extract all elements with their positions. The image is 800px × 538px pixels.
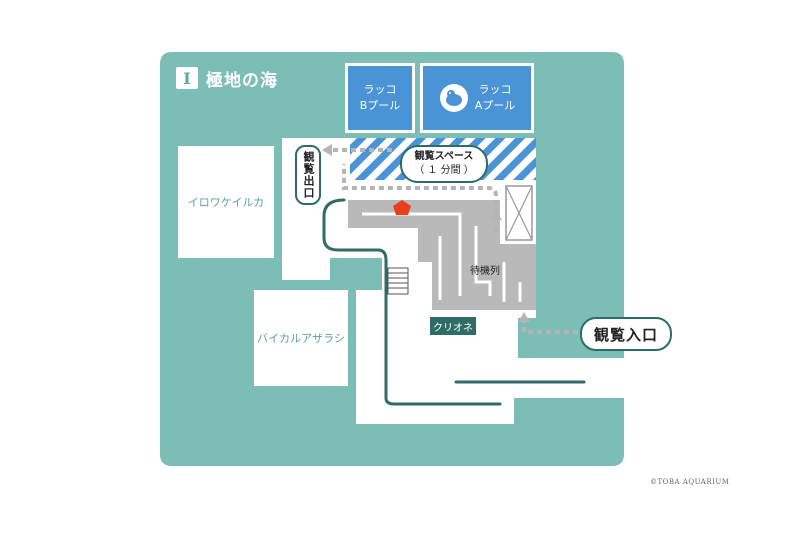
- sea-otter-a-pool: ラッコ Aプール: [420, 63, 534, 133]
- route-line: [322, 198, 502, 406]
- zone-header: I 極地の海: [176, 66, 278, 91]
- viewing-space-label: 観覧スペース （ １ 分間 ）: [400, 145, 488, 183]
- baikal-seal-tank: バイカルアザラシ: [254, 290, 348, 386]
- copyright: ©TOBA AQUARIUM: [650, 478, 730, 486]
- arrow-heads: [322, 144, 530, 322]
- zone-title: 極地の海: [206, 70, 278, 91]
- a-pool-label: ラッコ Aプール: [474, 83, 516, 112]
- viewing-exit-label: 観覧出口: [295, 145, 321, 205]
- b-pool-label: ラッコ Bプール: [359, 83, 401, 112]
- zone-badge: I: [176, 67, 198, 89]
- viewing-space-duration: （ １ 分間 ）: [414, 165, 474, 176]
- queue-maze-lines: [362, 212, 522, 302]
- sea-otter-b-pool: ラッコ Bプール: [345, 63, 415, 133]
- current-position-marker: [393, 200, 411, 215]
- elevator: [505, 185, 533, 241]
- waiting-queue-label: 待機列: [470, 266, 500, 277]
- sea-otter-icon: [439, 84, 468, 112]
- viewing-space-title: 観覧スペース: [414, 151, 474, 162]
- clione-label: クリオネ: [430, 317, 476, 335]
- baikal-seal-tank-label: バイカルアザラシ: [257, 332, 345, 345]
- beluga-tank-label: イロワケイルカ: [187, 196, 265, 209]
- flow-arrows: [330, 148, 578, 334]
- beluga-tank: イロワケイルカ: [178, 146, 274, 258]
- viewing-entrance-label: 観覧入口: [580, 317, 672, 351]
- stairs: [387, 267, 409, 295]
